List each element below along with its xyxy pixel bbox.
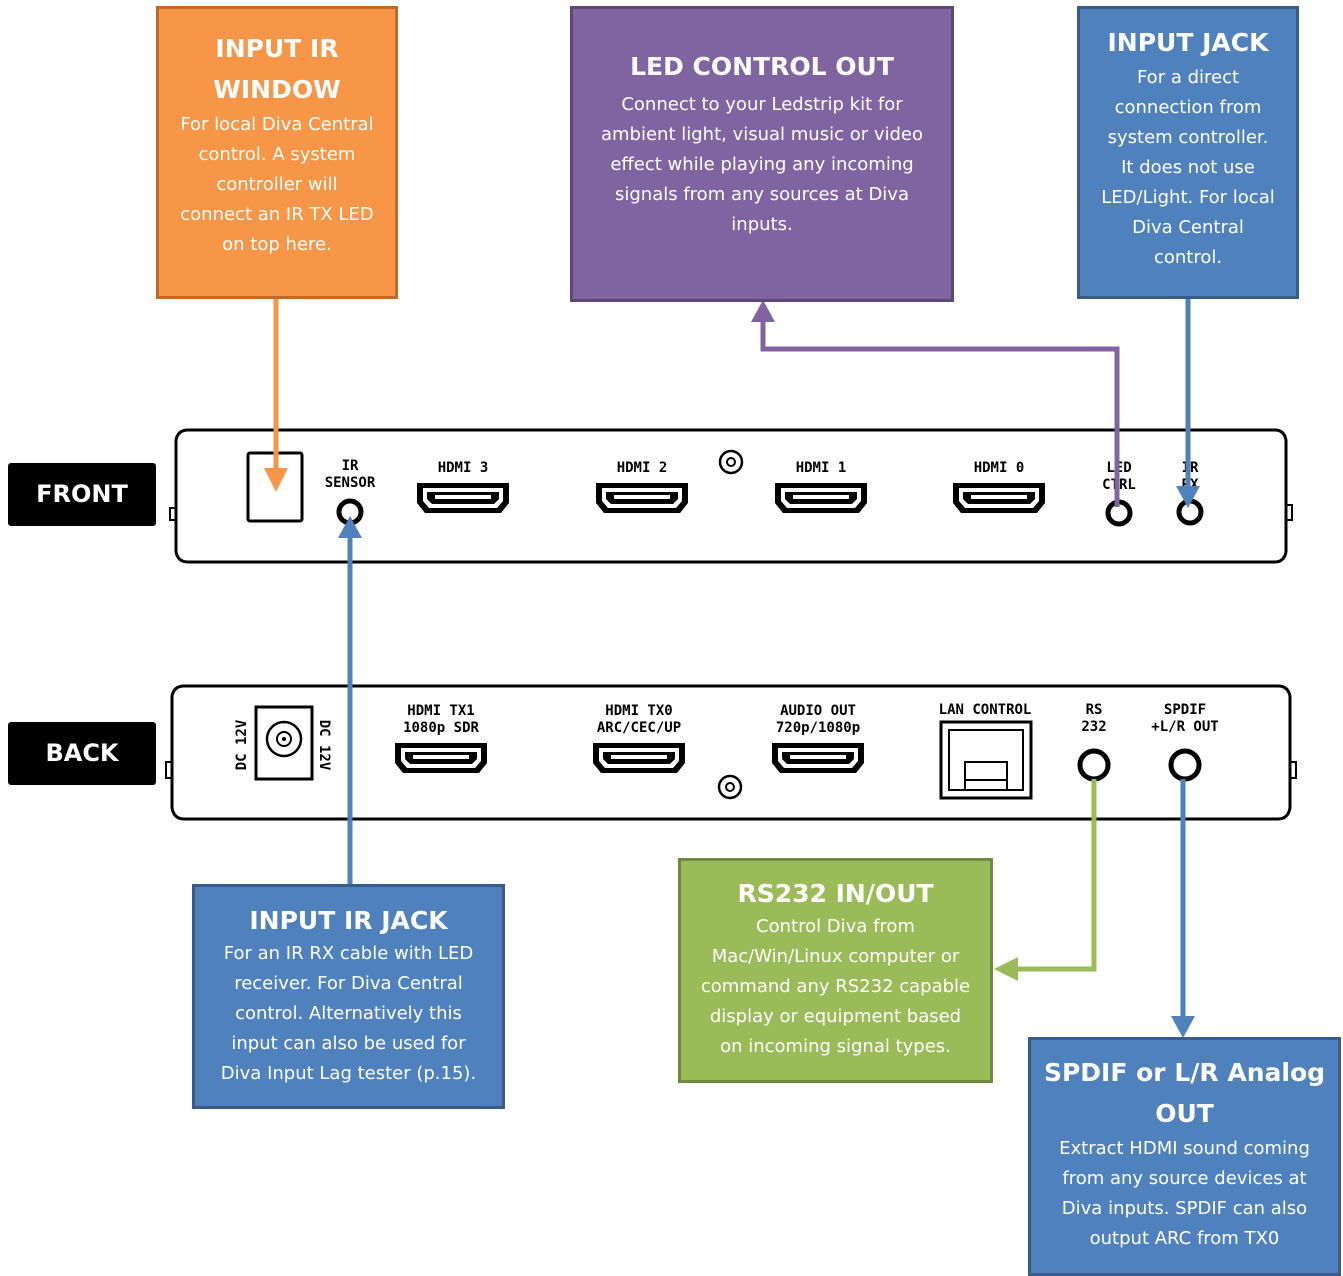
callout-text: Extract HDMI sound coming bbox=[1059, 1138, 1310, 1159]
hdmi-tx1-port bbox=[395, 743, 487, 773]
connector-spdif bbox=[1171, 779, 1195, 1038]
callout-text: For a direct bbox=[1136, 67, 1240, 88]
callout-text: from any source devices at bbox=[1062, 1168, 1307, 1189]
callout-spdif: SPDIF or L/R Analog OUT Extract HDMI sou… bbox=[1028, 1037, 1341, 1276]
lan-port bbox=[939, 720, 1033, 800]
callout-title: SPDIF or L/R Analog bbox=[1043, 1058, 1326, 1087]
dc-left-label: DC 12V bbox=[234, 719, 250, 770]
ir-sensor-label-2: SENSOR bbox=[325, 475, 376, 491]
callout-led-control-out: LED CONTROL OUT Connect to your Ledstrip… bbox=[570, 6, 954, 302]
rs232-label-1: RS bbox=[1086, 702, 1103, 718]
callout-text: on top here. bbox=[222, 234, 332, 255]
callout-text: signals from any sources at Diva bbox=[615, 184, 909, 205]
ir-sensor-label-1: IR bbox=[342, 458, 359, 474]
callout-text: on incoming signal types. bbox=[720, 1036, 951, 1057]
callout-text: Connect to your Ledstrip kit for bbox=[621, 94, 903, 115]
callout-input-ir-jack: INPUT IR JACK For an IR RX cable with LE… bbox=[192, 884, 505, 1109]
front-label: FRONT bbox=[8, 463, 156, 526]
callout-text: Diva Input Lag tester (p.15). bbox=[220, 1063, 477, 1084]
dc-jack bbox=[265, 720, 303, 758]
connector-input-jack bbox=[1176, 298, 1200, 508]
back-screw bbox=[717, 774, 743, 800]
hdmi3-port bbox=[417, 483, 509, 513]
callout-title: RS232 IN/OUT bbox=[737, 879, 934, 908]
callout-rs232: RS232 IN/OUT Control Diva from Mac/Win/L… bbox=[678, 858, 993, 1083]
callout-text: Mac/Win/Linux computer or bbox=[711, 946, 960, 967]
callout-text: system controller. bbox=[1107, 127, 1269, 148]
spdif-jack bbox=[1168, 748, 1202, 782]
back-label: BACK bbox=[8, 722, 156, 785]
back-panel: DC 12V DC 12V HDMI TX1 1080p SDR HDMI TX… bbox=[165, 684, 1297, 821]
callout-text: LED/Light. For local bbox=[1101, 187, 1275, 208]
callout-title: INPUT IR bbox=[215, 34, 339, 63]
rs232-jack bbox=[1077, 748, 1111, 782]
callout-text: Control Diva from bbox=[756, 916, 915, 937]
callout-text: For local Diva Central bbox=[180, 114, 374, 135]
hdmi2-port bbox=[596, 483, 688, 513]
hdmi2-label: HDMI 2 bbox=[617, 460, 668, 476]
connector-rs232 bbox=[994, 779, 1097, 981]
audio-out-label-2: 720p/1080p bbox=[776, 720, 860, 736]
callout-text: control. Alternatively this bbox=[235, 1003, 462, 1024]
callout-title: WINDOW bbox=[213, 75, 341, 104]
hdmi3-label: HDMI 3 bbox=[438, 460, 489, 476]
front-panel: IR SENSOR HDMI 3 HDMI 2 HDMI 1 HDMI 0 LE… bbox=[169, 428, 1293, 564]
callout-title: LED CONTROL OUT bbox=[630, 52, 894, 81]
audio-out-port bbox=[772, 743, 864, 773]
callout-text: inputs. bbox=[731, 214, 793, 235]
callout-text: Diva inputs. SPDIF can also bbox=[1061, 1198, 1308, 1219]
callout-text: ambient light, visual music or video bbox=[600, 124, 924, 145]
dc-jack-housing bbox=[254, 705, 314, 781]
audio-out-label-1: AUDIO OUT bbox=[780, 703, 856, 719]
hdmi-tx0-port bbox=[593, 743, 685, 773]
hdmi-tx0-label-1: HDMI TX0 bbox=[605, 703, 672, 719]
callout-text: connect an IR TX LED bbox=[180, 204, 374, 225]
callout-input-ir-window: INPUT IR WINDOW For local Diva Central c… bbox=[156, 6, 398, 299]
callout-text: Diva Central bbox=[1132, 217, 1244, 238]
callout-text: For an IR RX cable with LED bbox=[223, 943, 474, 964]
spdif-label-1: SPDIF bbox=[1164, 702, 1206, 718]
callout-text: controller will bbox=[216, 174, 338, 195]
connector-ir-jack bbox=[338, 516, 362, 885]
callout-text: receiver. For Diva Central bbox=[234, 973, 463, 994]
callout-text: output ARC from TX0 bbox=[1089, 1228, 1280, 1249]
hdmi-tx1-label-1: HDMI TX1 bbox=[407, 703, 474, 719]
hdmi1-label: HDMI 1 bbox=[796, 460, 847, 476]
hdmi0-label: HDMI 0 bbox=[974, 460, 1025, 476]
connector-led-control bbox=[751, 300, 1120, 507]
callout-text: It does not use bbox=[1121, 157, 1255, 178]
callout-text: control. bbox=[1153, 247, 1223, 268]
callout-text: connection from bbox=[1114, 97, 1262, 118]
callout-title: OUT bbox=[1155, 1099, 1214, 1128]
callout-input-jack: INPUT JACK For a direct connection from … bbox=[1077, 6, 1299, 299]
dc-right-label: DC 12V bbox=[316, 720, 332, 771]
lan-label: LAN CONTROL bbox=[939, 702, 1032, 718]
spdif-label-2: +L/R OUT bbox=[1151, 719, 1218, 735]
callout-text: effect while playing any incoming bbox=[610, 154, 914, 175]
callout-title: INPUT IR JACK bbox=[249, 906, 448, 935]
hdmi-tx0-label-2: ARC/CEC/UP bbox=[597, 720, 681, 736]
callout-text: command any RS232 capable bbox=[700, 976, 971, 997]
callout-title: INPUT JACK bbox=[1107, 28, 1269, 57]
callout-text: input can also be used for bbox=[231, 1033, 466, 1054]
rs232-label-2: 232 bbox=[1081, 719, 1106, 735]
hdmi1-port bbox=[775, 483, 867, 513]
hdmi0-port bbox=[953, 483, 1045, 513]
hdmi-tx1-label-2: 1080p SDR bbox=[403, 720, 479, 736]
callout-text: display or equipment based bbox=[709, 1006, 962, 1027]
callout-text: control. A system bbox=[198, 144, 356, 165]
front-screw bbox=[718, 449, 744, 475]
connector-ir-window bbox=[264, 298, 288, 492]
